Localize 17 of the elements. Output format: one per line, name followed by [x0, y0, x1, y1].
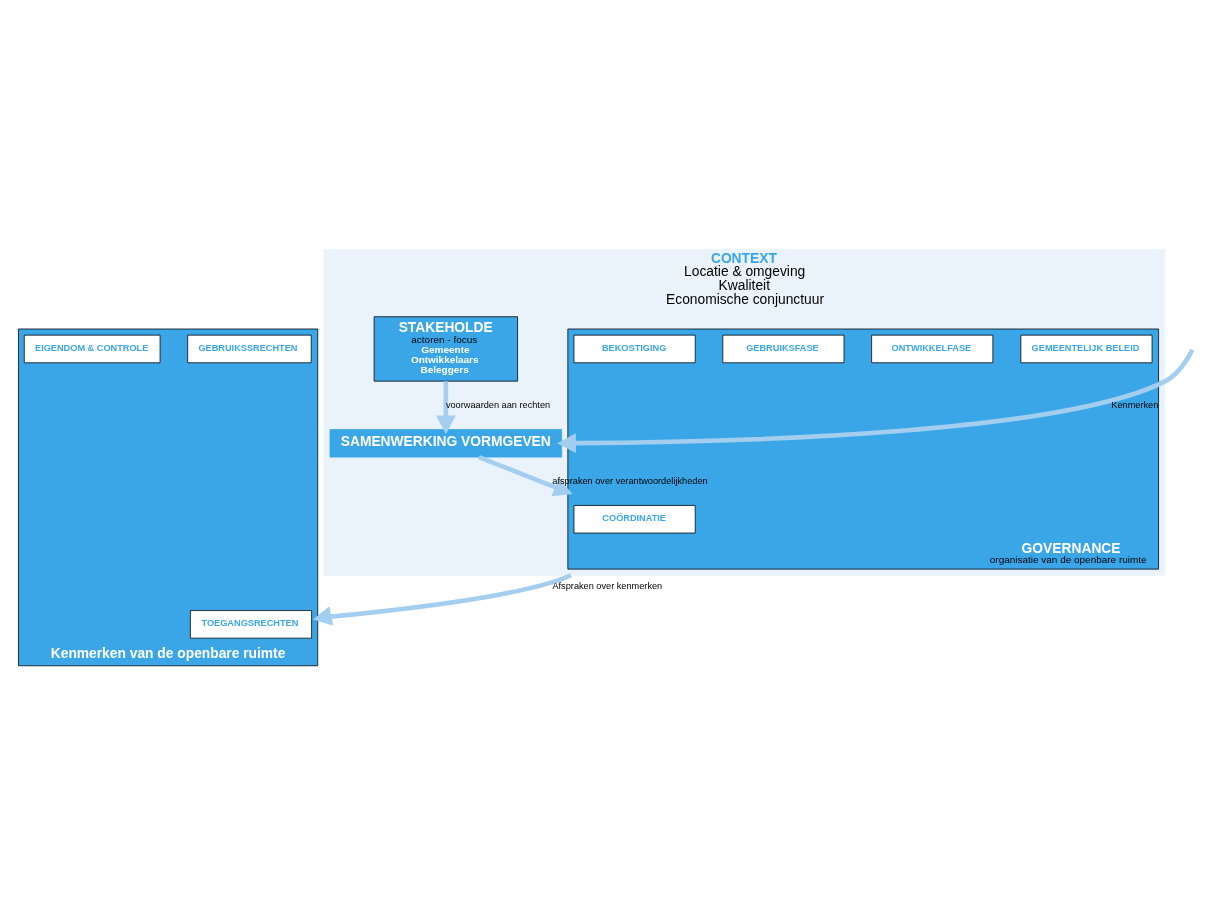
edge-label: Afspraken over kenmerken [552, 580, 663, 591]
node-box: TOEGANGSRECHTEN [190, 609, 312, 639]
arrow [557, 348, 1195, 453]
node-box: GEMEENTELIJK BELEID [1020, 334, 1153, 363]
node-box: STAKEHOLDE actoren - focus Gemeente Ontwikkelaars Beleggers [373, 315, 518, 382]
edge-label: voorwaarden aan rechten [445, 399, 551, 410]
arrow [478, 454, 573, 496]
arrow [436, 380, 456, 434]
edge-label: Kenmerken [1111, 399, 1159, 410]
node-box: SAMENWERKING VORMGEVEN [329, 428, 563, 457]
node-box: GEBRUIKSFASE [722, 334, 845, 363]
node-box: EIGENDOM & CONTROLE [23, 334, 161, 363]
node-box: BEKOSTIGING [573, 334, 696, 363]
node-box: COÖRDINATIE [573, 504, 696, 533]
arrow [312, 572, 572, 625]
node-box: ONTWIKKELFASE [871, 334, 994, 363]
node-box: GEBRUIKSSRECHTEN [187, 334, 312, 363]
